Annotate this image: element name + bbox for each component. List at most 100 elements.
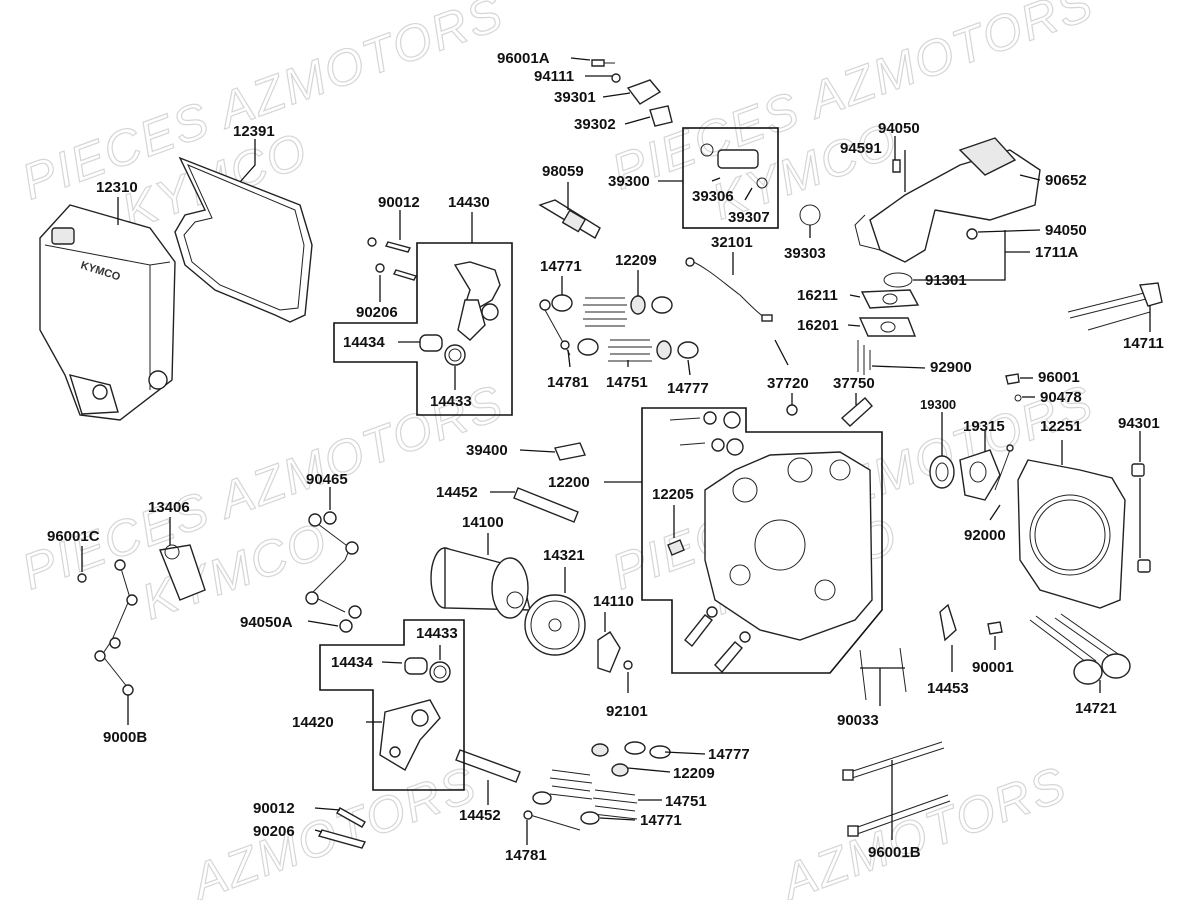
linkage-left-drawing xyxy=(77,511,362,696)
part-label-96001: 96001 xyxy=(1038,369,1080,386)
part-label-12205: 12205 xyxy=(652,486,694,503)
part-label-90206-top: 90206 xyxy=(356,304,398,321)
lower-right-parts-drawing xyxy=(859,603,1003,701)
part-label-14321: 14321 xyxy=(543,547,585,564)
part-label-16211: 16211 xyxy=(797,287,838,304)
intake-valves-drawing xyxy=(1029,613,1131,685)
part-label-19315: 19315 xyxy=(963,418,1005,435)
part-label-39301: 39301 xyxy=(554,89,596,106)
part-label-14452-top: 14452 xyxy=(436,484,478,501)
part-label-90652: 90652 xyxy=(1045,172,1087,189)
part-label-14434-top: 14434 xyxy=(343,334,385,351)
rocker-arm-top-drawing xyxy=(419,261,501,366)
part-label-90033: 90033 xyxy=(837,712,879,729)
rocker-arm-bottom-drawing xyxy=(379,657,451,771)
part-label-92101: 92101 xyxy=(606,703,648,720)
part-label-16201: 16201 xyxy=(797,317,839,334)
part-label-14751-top: 14751 xyxy=(606,374,648,391)
part-label-96001B: 96001B xyxy=(868,844,921,861)
part-label-98059: 98059 xyxy=(542,163,584,180)
part-label-14433-bot: 14433 xyxy=(416,625,458,642)
part-label-14452-bot: 14452 xyxy=(459,807,501,824)
sensor-wire-drawing xyxy=(685,257,773,322)
temp-sensor-drawing xyxy=(554,442,586,461)
part-label-14751-bot: 14751 xyxy=(665,793,707,810)
adjust-screw-bottom-drawing xyxy=(317,807,367,849)
thermostat-drawing xyxy=(929,444,1014,501)
part-label-39303: 39303 xyxy=(784,245,826,262)
part-label-90478: 90478 xyxy=(1040,389,1082,406)
part-label-14100: 14100 xyxy=(462,514,504,531)
part-label-91301: 91301 xyxy=(925,272,967,289)
part-label-39307: 39307 xyxy=(728,209,770,226)
part-labels: 96001A 94111 39301 39302 39300 39306 393… xyxy=(47,50,1164,864)
part-label-90012-top: 90012 xyxy=(378,194,420,211)
small-bolts-right-drawing xyxy=(1005,373,1022,402)
part-label-96001C: 96001C xyxy=(47,528,100,545)
exhaust-valves-drawing xyxy=(1067,282,1163,331)
bolt-cluster-top xyxy=(591,59,673,127)
watermark-azmotors: AZMOTORS xyxy=(182,756,484,900)
part-label-12209-top: 12209 xyxy=(615,252,657,269)
part-label-14434-bot: 14434 xyxy=(331,654,373,671)
head-cover-drawing: KYMCO xyxy=(39,204,176,421)
part-label-14110: 14110 xyxy=(593,593,634,610)
part-label-12310: 12310 xyxy=(96,179,138,196)
part-label-37720: 37720 xyxy=(767,375,809,392)
group-box-39300 xyxy=(682,127,779,229)
part-label-94111: 94111 xyxy=(534,68,574,85)
part-label-12251: 12251 xyxy=(1040,418,1082,435)
gasket-drawing xyxy=(174,156,313,323)
group-box-14430 xyxy=(333,242,513,416)
spark-plug-drawing xyxy=(538,199,601,239)
part-label-94591: 94591 xyxy=(840,140,882,157)
dowel-pin-drawing xyxy=(1131,463,1151,573)
part-label-39306: 39306 xyxy=(692,188,734,205)
part-label-94050A: 94050A xyxy=(240,614,293,631)
part-label-90465: 90465 xyxy=(306,471,348,488)
part-label-96001A: 96001A xyxy=(497,50,550,67)
part-label-92900: 92900 xyxy=(930,359,972,376)
group-box-14420 xyxy=(319,619,465,791)
rocker-shaft-top-drawing xyxy=(513,487,579,523)
group-box-12200 xyxy=(641,407,883,674)
part-label-14721: 14721 xyxy=(1075,700,1117,717)
part-label-94050-top: 94050 xyxy=(878,120,920,137)
part-label-90206-bot: 90206 xyxy=(253,823,295,840)
part-label-39400: 39400 xyxy=(466,442,508,459)
cylinder-head-drawing xyxy=(667,411,873,674)
part-label-92000: 92000 xyxy=(964,527,1006,544)
part-label-14781-top: 14781 xyxy=(547,374,589,391)
part-label-13406: 13406 xyxy=(148,499,190,516)
part-label-39302: 39302 xyxy=(574,116,616,133)
part-label-90012-bot: 90012 xyxy=(253,800,295,817)
watermark-azmotors: AZMOTORS xyxy=(772,756,1074,900)
part-label-94301: 94301 xyxy=(1118,415,1160,432)
adjust-screw-top-drawing xyxy=(367,237,417,281)
part-label-14771-top: 14771 xyxy=(540,258,582,275)
part-label-14781-bot: 14781 xyxy=(505,847,547,864)
valve-springs-top-drawing xyxy=(539,294,699,362)
part-label-14777-top: 14777 xyxy=(667,380,709,397)
cam-sprocket-drawing xyxy=(524,594,586,656)
part-label-12209-bot: 12209 xyxy=(673,765,715,782)
intake-manifold-drawing xyxy=(854,137,1041,263)
part-label-14453: 14453 xyxy=(927,680,969,697)
valve-springs-bottom-drawing xyxy=(523,741,671,831)
part-label-14777-bot: 14777 xyxy=(708,746,750,763)
part-label-94050-mid: 94050 xyxy=(1045,222,1087,239)
part-label-9000B: 9000B xyxy=(103,729,147,746)
part-label-37750: 37750 xyxy=(833,375,875,392)
part-label-14430: 14430 xyxy=(448,194,490,211)
part-label-12391: 12391 xyxy=(233,123,275,140)
part-label-14433-top: 14433 xyxy=(430,393,472,410)
leader-lines xyxy=(81,57,1151,845)
part-label-14420: 14420 xyxy=(292,714,334,731)
part-label-32101: 32101 xyxy=(711,234,753,251)
part-label-12200: 12200 xyxy=(548,474,590,491)
rocker-shaft-bottom-drawing xyxy=(455,749,521,783)
part-label-39300: 39300 xyxy=(608,173,650,190)
part-label-90001: 90001 xyxy=(972,659,1014,676)
stud-bolts-drawing xyxy=(842,741,951,837)
